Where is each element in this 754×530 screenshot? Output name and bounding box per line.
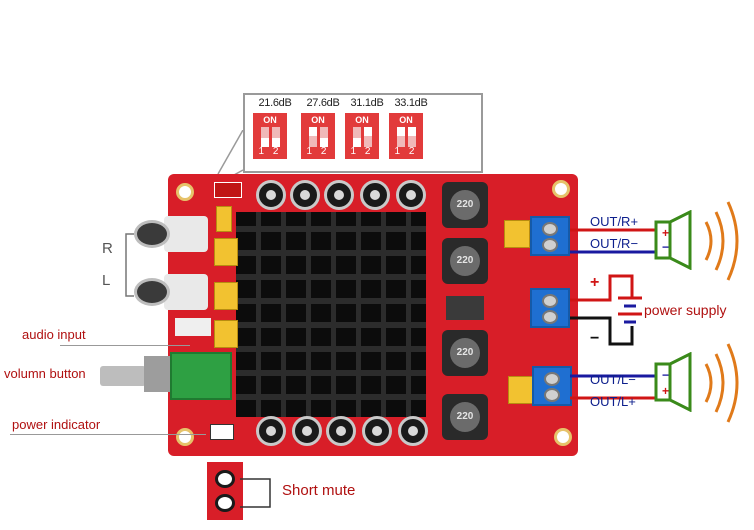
inductor: 220 — [442, 238, 488, 284]
dip-numbers: 1 2 — [258, 146, 282, 157]
out-l-minus-label: OUT/L− — [590, 372, 636, 387]
rca-jack-right[interactable] — [134, 216, 208, 252]
capacitor — [256, 180, 286, 210]
dip-switch-icon: ON 1 2 — [253, 113, 287, 159]
sound-wave-icon — [704, 343, 739, 423]
speaker-l-plus: + — [662, 384, 670, 398]
capacitor — [398, 416, 428, 446]
mounting-hole — [176, 428, 194, 446]
gain-setting-1: 21.6dB ON 1 2 — [251, 97, 299, 159]
dip-switch-icon: ON 1 2 — [389, 113, 423, 159]
lr-bracket — [125, 233, 134, 297]
dip-on-label: ON — [399, 115, 413, 125]
speaker-r-plus: + — [662, 226, 670, 240]
channel-r-label: R — [102, 240, 113, 257]
speaker-icon — [654, 210, 692, 270]
speaker-terminal-left[interactable] — [532, 366, 572, 406]
dip-numbers: 1 2 — [306, 146, 330, 157]
speaker-terminal-right[interactable] — [530, 216, 570, 256]
volume-button-label: volumn button — [4, 366, 86, 381]
inductor: 220 — [442, 182, 488, 228]
gain-settings-panel: 21.6dB ON 1 2 27.6dB ON 1 2 31.1dB ON 1 … — [243, 93, 483, 173]
capacitor — [360, 180, 390, 210]
rca-jack-left[interactable] — [134, 274, 208, 310]
gain-setting-3: 31.1dB ON 1 2 — [343, 97, 391, 159]
capacitor — [326, 416, 356, 446]
dip-switch-icon: ON 1 2 — [345, 113, 379, 159]
mounting-hole — [176, 183, 194, 201]
gain-setting-4: 33.1dB ON 1 2 — [387, 97, 435, 159]
volume-knob-shaft[interactable] — [100, 366, 146, 386]
dip-on-label: ON — [311, 115, 325, 125]
gain-label: 27.6dB — [306, 97, 340, 109]
capacitor-film — [508, 376, 534, 404]
gain-setting-2: 27.6dB ON 1 2 — [299, 97, 347, 159]
dip-numbers: 1 2 — [350, 146, 374, 157]
capacitor — [290, 180, 320, 210]
audio-input-label: audio input — [22, 327, 86, 342]
heatsink — [236, 212, 426, 417]
gain-label: 21.6dB — [258, 97, 292, 109]
dip-on-label: ON — [355, 115, 369, 125]
mute-bracket — [240, 478, 271, 508]
power-indicator-label: power indicator — [12, 417, 101, 432]
mute-pin[interactable] — [215, 470, 235, 488]
short-mute-label: Short mute — [282, 482, 356, 499]
inductor-marking: 220 — [450, 338, 480, 368]
inductor: 220 — [442, 394, 488, 440]
inductor-marking: 220 — [450, 190, 480, 220]
power-plus-label: + — [590, 274, 600, 291]
inductor: 220 — [442, 330, 488, 376]
power-terminal[interactable] — [530, 288, 570, 328]
capacitor — [362, 416, 392, 446]
capacitor-film — [216, 206, 232, 232]
dip-on-label: ON — [263, 115, 277, 125]
mute-pin[interactable] — [215, 494, 235, 512]
capacitor — [324, 180, 354, 210]
dip-numbers: 1 2 — [394, 146, 418, 157]
capacitor — [396, 180, 426, 210]
out-r-plus-label: OUT/R+ — [590, 214, 639, 229]
out-r-minus-label: OUT/R− — [590, 236, 639, 251]
inductor-marking: 220 — [450, 246, 480, 276]
leader-line — [60, 345, 190, 346]
power-led — [210, 424, 234, 440]
volume-knob-body[interactable] — [144, 356, 170, 392]
battery-icon — [618, 296, 642, 324]
capacitor — [256, 416, 286, 446]
capacitor-film — [214, 320, 238, 348]
dip-switch-icon: ON 1 2 — [301, 113, 335, 159]
out-l-plus-label: OUT/L+ — [590, 394, 636, 409]
board-dip-switch — [214, 182, 242, 198]
speaker-icon — [654, 352, 692, 412]
leader-line — [10, 434, 206, 435]
power-supply-label: power supply — [644, 302, 727, 318]
speaker-r-minus: − — [662, 240, 670, 254]
diode — [446, 296, 484, 320]
capacitor-film — [214, 282, 238, 310]
audio-input-connector[interactable] — [175, 318, 211, 336]
gain-label: 31.1dB — [350, 97, 384, 109]
sound-wave-icon — [704, 201, 739, 281]
capacitor — [292, 416, 322, 446]
capacitor-film — [214, 238, 238, 266]
volume-potentiometer[interactable] — [170, 352, 232, 400]
channel-l-label: L — [102, 272, 111, 289]
mounting-hole — [554, 428, 572, 446]
mounting-hole — [552, 180, 570, 198]
gain-label: 33.1dB — [394, 97, 428, 109]
output-wiring — [570, 228, 658, 400]
power-minus-label: − — [590, 330, 600, 347]
speaker-l-minus: − — [662, 368, 670, 382]
inductor-marking: 220 — [450, 402, 480, 432]
mute-jumper[interactable] — [207, 462, 243, 520]
capacitor-film — [504, 220, 530, 248]
